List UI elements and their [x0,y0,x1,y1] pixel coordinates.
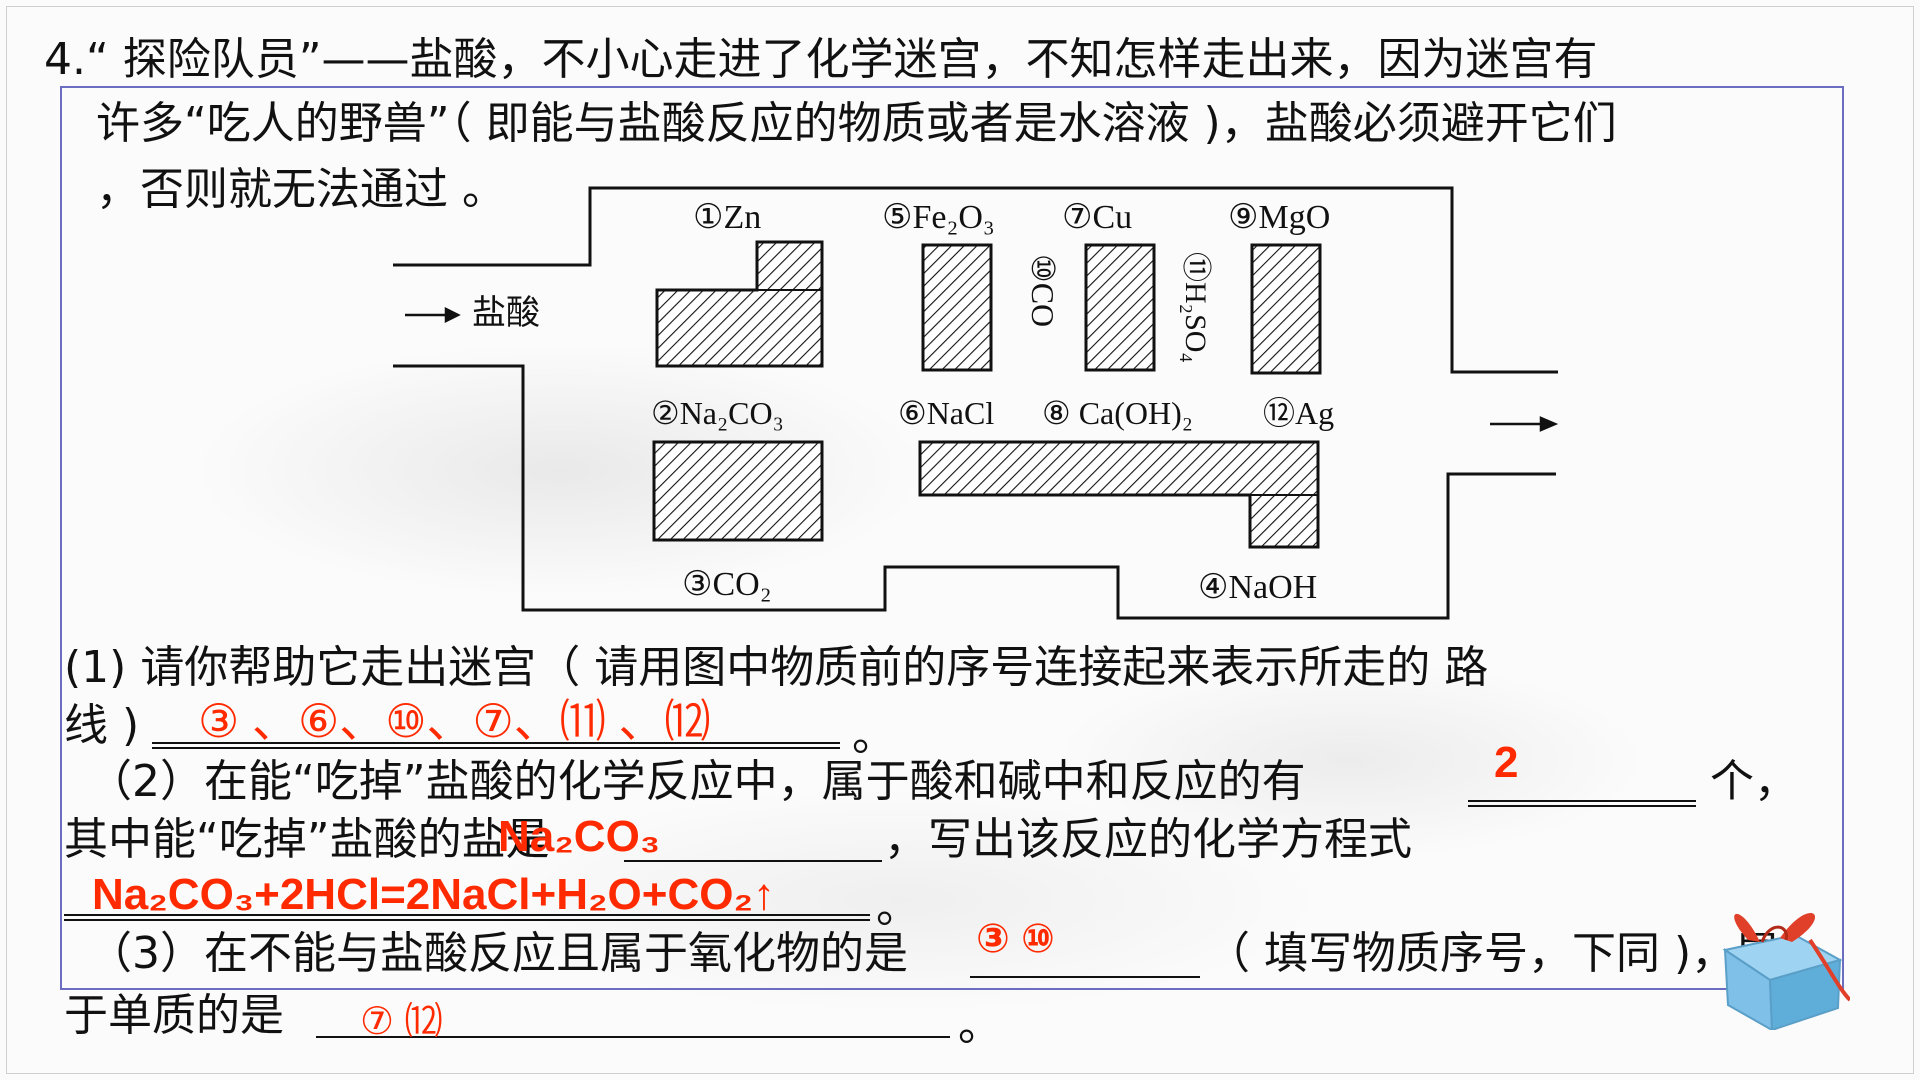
part3-text-c: 于单质的是 [64,990,284,1041]
part1-answer: ③ 、⑥、⑩、⑦、⑾ 、⑿ [198,695,711,747]
label-nacl: ⑥NaCl [898,395,994,431]
part3-text-a: （3）在不能与盐酸反应且属于氧化物的是 [88,928,908,979]
part3-oxide-blank [970,976,1200,978]
label-naoh: ④NaOH [1198,569,1317,606]
slide-frame [6,6,1914,1074]
label-na2co3: ②Na₂CO₃ [651,395,784,431]
na2co3-block [652,440,824,542]
part2-unit: 个， [1710,756,1798,807]
label-zn: ①Zn [693,199,761,236]
nacl-naoh-block [918,440,1320,549]
part2-text-c: ，写出该反应的化学方程式 [884,814,1412,865]
zn-block [655,240,824,368]
content-box [60,86,1844,990]
part2-count-blank [1468,800,1696,807]
part3-end: 。 [958,1000,1002,1051]
label-cu: ⑦Cu [1062,199,1132,236]
label-caoh2: ⑧ Ca(OH)₂ [1042,395,1193,431]
part2-end: 。 [876,882,920,933]
part1-text-a: (1) 请你帮助它走出迷宫（ 请用图中物质前的序号连接起来表示所走的 路 [64,642,1489,693]
part2-salt-blank [624,860,882,862]
label-fe2o3: ⑤Fe₂O₃ [882,199,995,236]
cu-block [1084,243,1156,372]
part2-answer-salt: Na₂CO₃ [498,812,661,861]
label-ag: ⑫Ag [1263,395,1334,431]
part3-text-b: （ 填写物质序号，下同 )，属 [1206,928,1780,979]
part1-end: 。 [852,710,896,761]
question-line-1: 4.“ 探险队员”——盐酸，不小心走进了化学迷宫，不知怎样走出来，因为迷宫有 [44,34,1598,85]
mgo-block [1250,243,1322,375]
label-h2so4: ⑪H₂SO₄ [1179,252,1212,363]
part1-text-b: 线 ) [64,700,140,751]
part2-answer-count: 2 [1494,738,1519,787]
part2-answer-equation: Na₂CO₃+2HCl=2NaCl+H₂O+CO₂↑ [92,870,775,919]
part1-answer-blank [152,742,840,749]
part3-element-blank [316,1036,950,1038]
question-line-2: 许多“吃人的野兽”（ 即能与盐酸反应的物质或者是水溶液 )，盐酸必须避开它们 [96,98,1617,149]
gift-box-icon [1722,913,1850,1030]
fe2o3-block [921,243,993,372]
maze-walls [393,186,1558,620]
part2-text-b: 其中能“吃掉”盐酸的盐是 [64,814,550,865]
part3-answer-oxide: ③ ⑩ [976,917,1055,961]
part2-text-a: （2）在能“吃掉”盐酸的化学反应中，属于酸和碱中和反应的有 [88,756,1306,807]
entry-label: 盐酸 [472,294,540,332]
part2-equation-blank [64,914,870,921]
label-co: ⑩CO [1025,254,1061,327]
label-co2: ③CO₂ [682,566,772,603]
part3-answer-element: ⑦ ⑿ [360,1001,443,1043]
question-line-3: ，否则就无法通过 。 [96,164,506,215]
label-mgo: ⑨MgO [1228,199,1330,236]
